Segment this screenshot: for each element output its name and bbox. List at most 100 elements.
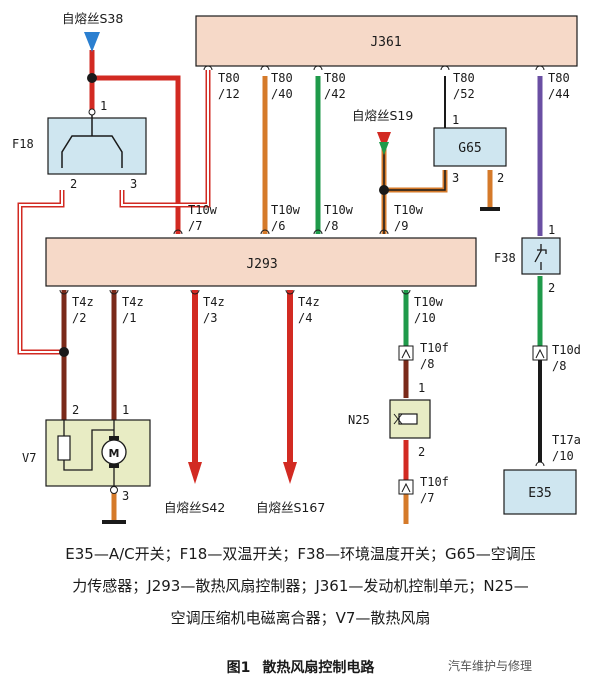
conn-t4z4-a: T4z [298,295,320,309]
n25-pin1: 1 [418,381,425,395]
f38-pin2: 2 [548,281,555,295]
v7-label: V7 [22,451,36,465]
conn-j293-7-a: T10w [188,203,218,217]
conn-j361-12-a: T80 [218,71,240,85]
f18-switch [47,117,147,175]
v7-pin2: 2 [72,403,79,417]
f18-pin2: 2 [70,177,77,191]
conn-t4z1-a: T4z [122,295,144,309]
junction-dot [87,73,97,83]
f38-switch-symbol-icon [534,244,547,270]
f18-pin3: 3 [130,177,137,191]
v7-pin3: 3 [122,489,129,503]
legend-line-1: E35—A/C开关；F18—双温开关；F38—环境温度开关；G65—空调压 [65,545,536,563]
conn-t17a-a: T17a [552,433,581,447]
n25-clutch [389,399,431,439]
f18-switch-symbol-icon [61,112,123,168]
g65-sensor [433,127,507,167]
figure-title: 图1 散热风扇控制电路 [0,657,601,677]
conn-t10f7-a: T10f [420,475,449,489]
v7-pin3-dot [110,486,118,494]
conn-t4z3-a: T4z [203,295,225,309]
fuse-s19-arrow-icon [377,132,391,150]
j361-connectors [203,65,545,71]
conn-t10f7-b: /7 [420,491,434,505]
wire-g65-3 [384,170,448,193]
conn-t4z2-b: /2 [72,311,86,325]
conn-j361-12-b: /12 [218,87,240,101]
conn-j293-9-a: T10w [394,203,424,217]
conn-j293-6-a: T10w [271,203,301,217]
j361-label: J361 [370,35,401,50]
n25-coil-icon [398,413,418,425]
watermark: 汽车维护与修理 [448,659,533,673]
conn-t10w10-b: /10 [414,311,436,325]
conn-t10d-a: T10d [552,343,581,357]
conn-t4z1-b: /1 [122,311,136,325]
figure-caption: 散热风扇控制电路 [262,660,375,676]
f38-label: F38 [494,251,516,265]
circuit-diagram: 自熔丝S38 自熔丝S19 自熔丝S42 自熔丝S167 J361 T80 /1… [12,11,581,524]
g65-pin1: 1 [452,113,459,127]
conn-t10f8-a: T10f [420,341,449,355]
n25-pin2: 2 [418,445,425,459]
t10f7-connector-arrow-icon [401,482,411,493]
v7-internal-wiring [63,420,115,486]
fuse-s38-label: 自熔丝S38 [62,11,123,26]
wire-f18-3-inner [121,70,209,206]
conn-t4z2-a: T4z [72,295,94,309]
motor-symbol: M [109,447,120,460]
v7-pin1: 1 [122,403,129,417]
f18-label: F18 [12,137,34,151]
e35-connector-icon [535,461,545,467]
conn-t10d-b: /8 [552,359,566,373]
motor-brush-icon [109,464,119,468]
fuse-s42-label: 自熔丝S42 [164,500,225,515]
conn-j293-8-a: T10w [324,203,354,217]
conn-j361-40-a: T80 [271,71,293,85]
junction-dot [59,347,69,357]
j293-module [45,237,477,287]
g65-pin2: 2 [497,171,504,185]
e35-label: E35 [528,486,551,501]
n25-label: N25 [348,413,370,427]
n25-diode-icon [393,413,403,425]
fuse-s38-arrow-icon [84,32,100,52]
fuse-s19-label: 自熔丝S19 [352,108,413,123]
figure-number: 图1 [226,660,251,676]
conn-j361-52-a: T80 [453,71,475,85]
conn-j361-44-b: /44 [548,87,570,101]
fuse-s167-label: 自熔丝S167 [256,500,325,515]
junction-dot [379,185,389,195]
conn-t10f8-b: /8 [420,357,434,371]
motor-brush-icon [109,436,119,440]
conn-t17a-b: /10 [552,449,574,463]
t10d-connector [532,345,548,361]
fuse-s19-arrow-tip [379,142,389,155]
fuse-s42-arrow-icon [188,462,202,484]
conn-j361-40-b: /40 [271,87,293,101]
e35-switch [503,469,577,515]
wire-g65-3-core [384,170,446,191]
conn-t4z3-b: /3 [203,311,217,325]
t10f7-connector [398,479,414,495]
conn-j361-42-a: T80 [324,71,346,85]
g65-pin3: 3 [452,171,459,185]
conn-j361-52-b: /52 [453,87,475,101]
j293-label: J293 [246,257,277,272]
f18-pin1-dot [88,108,96,116]
v7-resistor-icon [57,435,71,461]
t10f8-connector [398,345,414,361]
wire-f18-2-inner [19,190,64,353]
wires [17,50,543,524]
g65-label: G65 [458,141,481,156]
conn-t10w10-a: T10w [414,295,444,309]
f18-pin1: 1 [100,99,107,113]
t10d-connector-arrow-icon [535,348,545,359]
conn-j293-7-b: /7 [188,219,202,233]
conn-j293-8-b: /8 [324,219,338,233]
j361-module [195,15,578,67]
f38-pin1: 1 [548,223,555,237]
conn-t4z4-b: /4 [298,311,312,325]
wire-s38-j361-12 [92,75,181,234]
